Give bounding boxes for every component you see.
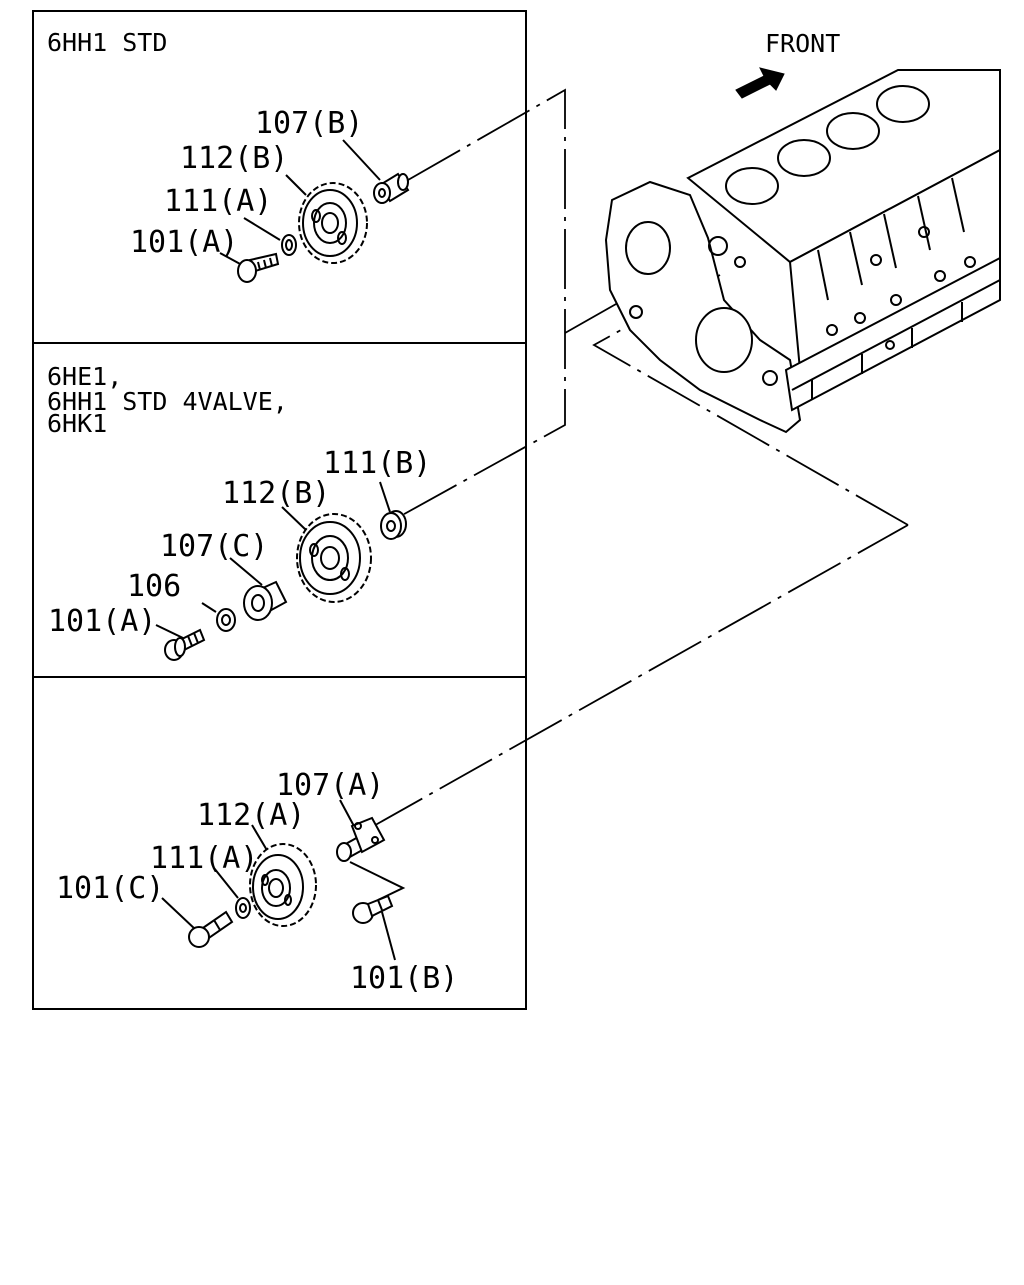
thrust-washer-icon (380, 510, 407, 540)
top-panel-heading-line-1: 6HH1 STD (47, 28, 167, 57)
top-panel-parts: 107(B) 112(B) 111(A) 101(A) (130, 106, 410, 283)
washer-icon (235, 897, 251, 919)
idler-shaft-icon (336, 816, 386, 862)
label-107-b-top: 107(B) (255, 106, 363, 141)
gear-icon (296, 513, 372, 603)
middle-panel-heading-line-3: 6HK1 (47, 409, 107, 438)
label-101-c-bottom: 101(C) (56, 871, 164, 906)
middle-panel-heading-line-2: 6HH1 STD 4VALVE, (47, 387, 288, 416)
label-111-a-top: 111(A) (164, 184, 272, 219)
label-107-a-bottom: 107(A) (276, 768, 384, 803)
label-107-c-middle: 107(C) (160, 529, 268, 564)
middle-panel-parts: 111(B) 112(B) 107(C) 106 101(A) (48, 446, 431, 661)
front-direction-indicator: FRONT (735, 29, 840, 99)
label-101-a-middle: 101(A) (48, 604, 156, 639)
label-101-b-bottom: 101(B) (350, 961, 458, 996)
label-112-b-top: 112(B) (180, 141, 288, 176)
bottom-panel-parts: 107(A) 112(A) 111(A) 101(C) 101(B) (56, 768, 458, 996)
bushing-icon (243, 580, 288, 621)
front-arrow-icon (735, 67, 785, 99)
shaft-icon (373, 172, 410, 204)
bolt-icon (352, 894, 394, 924)
label-111-a-bottom: 111(A) (150, 841, 258, 876)
label-112-a-bottom: 112(A) (197, 798, 305, 833)
long-bolt-icon (188, 910, 234, 948)
bolt-icon (237, 252, 280, 283)
front-label: FRONT (765, 29, 840, 58)
gear-icon (249, 843, 317, 927)
middle-panel-heading-line-1: 6HE1, (47, 362, 122, 391)
flange-bolt-icon (164, 628, 206, 661)
label-112-b-middle: 112(B) (222, 476, 330, 511)
engine-block-illustration (604, 69, 1001, 434)
washer-icon (281, 234, 297, 256)
panel-frame (32, 10, 527, 1010)
gear-icon (298, 182, 368, 264)
label-111-b-middle: 111(B) (323, 446, 431, 481)
washer-icon (216, 608, 236, 632)
label-106-middle: 106 (127, 569, 181, 604)
label-101-a-top: 101(A) (130, 225, 238, 260)
